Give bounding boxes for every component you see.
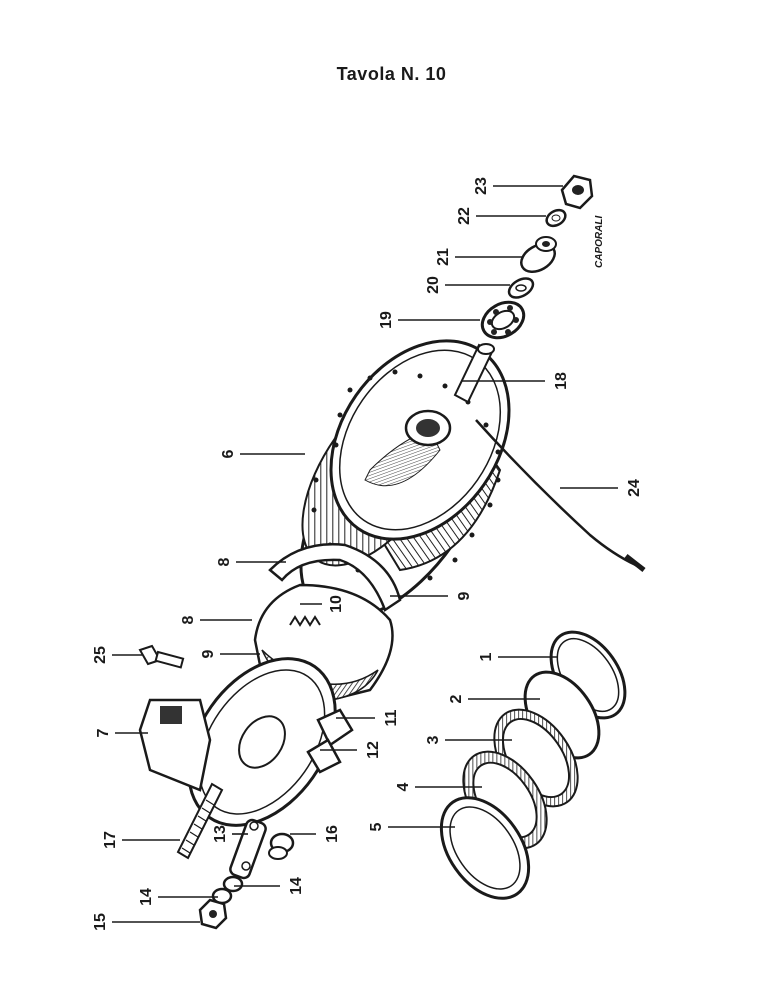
- nut-15: [198, 898, 228, 930]
- callout-14-right: 14: [288, 877, 305, 895]
- plate-title: Tavola N. 10: [336, 64, 447, 84]
- brake-cable: [475, 419, 646, 572]
- callout-16: 16: [324, 825, 341, 843]
- axle-tube: [453, 343, 495, 404]
- washers-14: [211, 875, 244, 905]
- axle-nut: [560, 174, 594, 210]
- signature: CAPORALI: [594, 216, 605, 268]
- callout-20: 20: [425, 276, 442, 294]
- callout-18: 18: [553, 372, 570, 390]
- callout-13: 13: [212, 825, 229, 843]
- callout-11: 11: [383, 709, 400, 726]
- callout-22: 22: [456, 207, 473, 225]
- callout-5: 5: [368, 822, 385, 831]
- callout-4: 4: [395, 782, 412, 791]
- callout-numbers: 1 2 3 4 5 6 7 8 8 9 9 10 11 12 13 14 14 …: [92, 177, 643, 931]
- callout-9-left: 9: [200, 649, 217, 658]
- callout-25: 25: [92, 646, 109, 664]
- callout-12: 12: [365, 741, 382, 759]
- callout-3: 3: [425, 735, 442, 744]
- brake-backing-plate: [138, 657, 337, 827]
- callout-14-left: 14: [138, 888, 155, 906]
- brake-axle: [176, 782, 224, 860]
- callout-17: 17: [102, 831, 119, 849]
- return-spring: [289, 615, 321, 627]
- ball-bearing: [480, 300, 526, 340]
- callout-6: 6: [220, 449, 237, 458]
- cone-nut: [520, 236, 557, 273]
- leader-lines: [112, 185, 618, 923]
- callout-2: 2: [448, 694, 465, 703]
- callout-1: 1: [478, 652, 495, 661]
- plug-16: [268, 832, 295, 860]
- washer-22: [545, 208, 567, 228]
- adjuster-bolt-25: [138, 644, 185, 669]
- callout-9-right: 9: [456, 591, 473, 600]
- callout-19: 19: [378, 311, 395, 329]
- callout-21: 21: [435, 248, 452, 266]
- link-plate-13: [229, 818, 267, 880]
- callout-7: 7: [95, 728, 112, 737]
- rings: [439, 630, 627, 900]
- callout-8-upper: 8: [216, 557, 233, 566]
- callout-15: 15: [92, 913, 109, 931]
- callout-8-lower: 8: [180, 615, 197, 624]
- washer-20: [507, 277, 535, 299]
- brake-shoe-upper: [268, 543, 402, 612]
- callout-10: 10: [328, 595, 345, 613]
- callout-24: 24: [626, 479, 643, 497]
- callout-23: 23: [473, 177, 490, 195]
